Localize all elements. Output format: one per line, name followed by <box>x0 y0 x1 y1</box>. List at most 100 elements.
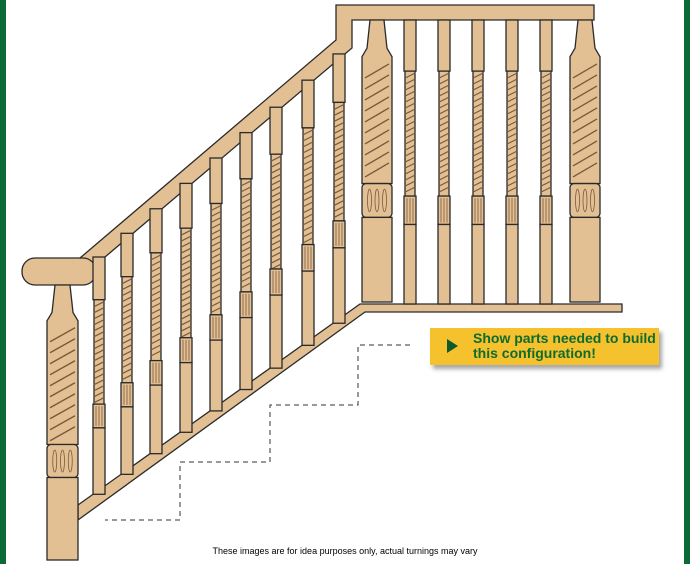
twist-groove <box>150 284 162 291</box>
twist-groove <box>438 150 450 157</box>
twist-groove <box>333 103 345 110</box>
newel-twist-body <box>46 284 79 446</box>
twist-groove <box>438 96 450 103</box>
twist-groove <box>472 120 484 127</box>
twist-groove <box>472 162 484 169</box>
newel-urn <box>569 182 601 219</box>
baluster-bottom-block <box>471 223 485 305</box>
twist-groove <box>180 319 192 326</box>
newel-groove <box>49 327 76 343</box>
twist-groove <box>302 171 314 178</box>
twist-groove <box>93 319 105 326</box>
twist-groove <box>472 96 484 103</box>
twist-groove <box>540 186 552 193</box>
twist-groove <box>472 78 484 85</box>
twist-groove <box>150 266 162 273</box>
twist-groove <box>180 265 192 272</box>
newel-base <box>569 216 601 303</box>
twist-groove <box>472 72 484 79</box>
twist-groove <box>333 121 345 128</box>
twist-groove <box>438 186 450 193</box>
baluster-bottom-block <box>92 427 106 495</box>
twist-groove <box>506 180 518 187</box>
twist-groove <box>404 96 416 103</box>
urn-carving <box>60 449 65 473</box>
baluster-top-block <box>505 19 519 72</box>
twist-groove <box>150 296 162 303</box>
newel-groove <box>572 151 598 167</box>
twist-groove <box>404 150 416 157</box>
twist-groove <box>210 282 222 290</box>
twist-groove <box>438 168 450 175</box>
twist-groove <box>472 102 484 109</box>
twist-groove <box>121 302 133 309</box>
twist-groove <box>302 147 314 154</box>
baluster-bottom-block <box>301 270 315 346</box>
twist-groove <box>404 180 416 187</box>
twist-groove <box>506 156 518 163</box>
twist-groove <box>150 308 162 315</box>
twist-groove <box>240 216 252 223</box>
twist-groove <box>506 108 518 115</box>
twist-groove <box>150 344 162 351</box>
show-parts-button[interactable]: Show parts needed to build this configur… <box>430 328 659 365</box>
newel-groove <box>49 349 76 365</box>
twist-groove <box>121 326 133 333</box>
twist-groove <box>404 174 416 181</box>
disclaimer-caption: These images are for idea purposes only,… <box>212 546 478 556</box>
twist-groove <box>540 180 552 187</box>
twist-groove <box>210 222 222 230</box>
twist-groove <box>93 331 105 338</box>
baluster-top-block <box>239 131 253 180</box>
twist-groove <box>333 181 345 188</box>
twist-groove <box>506 162 518 169</box>
newel-groove <box>364 151 390 167</box>
twist-groove <box>302 219 314 226</box>
twist-groove <box>404 90 416 97</box>
twist-groove <box>210 264 222 272</box>
baluster-bottom-block <box>120 406 134 476</box>
twist-groove <box>302 237 314 244</box>
twist-groove <box>180 247 192 254</box>
twist-groove <box>180 331 192 338</box>
baluster-bottom-block <box>179 361 193 433</box>
twist-groove <box>333 175 345 182</box>
newel-groove <box>364 162 390 178</box>
twist-groove <box>180 301 192 308</box>
twist-groove <box>438 114 450 121</box>
twist-groove <box>270 203 282 210</box>
twist-groove <box>302 231 314 238</box>
twist-groove <box>240 186 252 193</box>
twist-groove <box>404 120 416 127</box>
twist-groove <box>404 156 416 163</box>
newel-groove <box>572 162 598 178</box>
twist-groove <box>333 145 345 152</box>
twist-groove <box>333 169 345 176</box>
twist-groove <box>540 138 552 145</box>
twist-groove <box>270 179 282 186</box>
twist-groove <box>180 295 192 302</box>
newel-groove <box>364 107 390 123</box>
urn-carving <box>52 449 58 473</box>
twist-groove <box>333 109 345 116</box>
newel-urn <box>361 182 393 219</box>
twist-groove <box>404 162 416 169</box>
twist-groove <box>210 234 222 242</box>
twist-groove <box>540 174 552 181</box>
twist-groove <box>333 193 345 200</box>
twist-groove <box>240 222 252 229</box>
baluster-top-block <box>149 208 163 254</box>
handrail-start-cap <box>21 257 97 286</box>
twist-groove <box>540 150 552 157</box>
twist-groove <box>506 132 518 139</box>
newel-base <box>46 476 79 561</box>
twist-groove <box>302 159 314 166</box>
twist-groove <box>472 108 484 115</box>
twist-groove <box>93 391 105 398</box>
baluster-bottom-block <box>505 223 519 305</box>
twist-groove <box>240 264 252 271</box>
twist-groove <box>404 78 416 85</box>
twist-groove <box>506 102 518 109</box>
twist-groove <box>540 84 552 91</box>
twist-groove <box>506 90 518 97</box>
